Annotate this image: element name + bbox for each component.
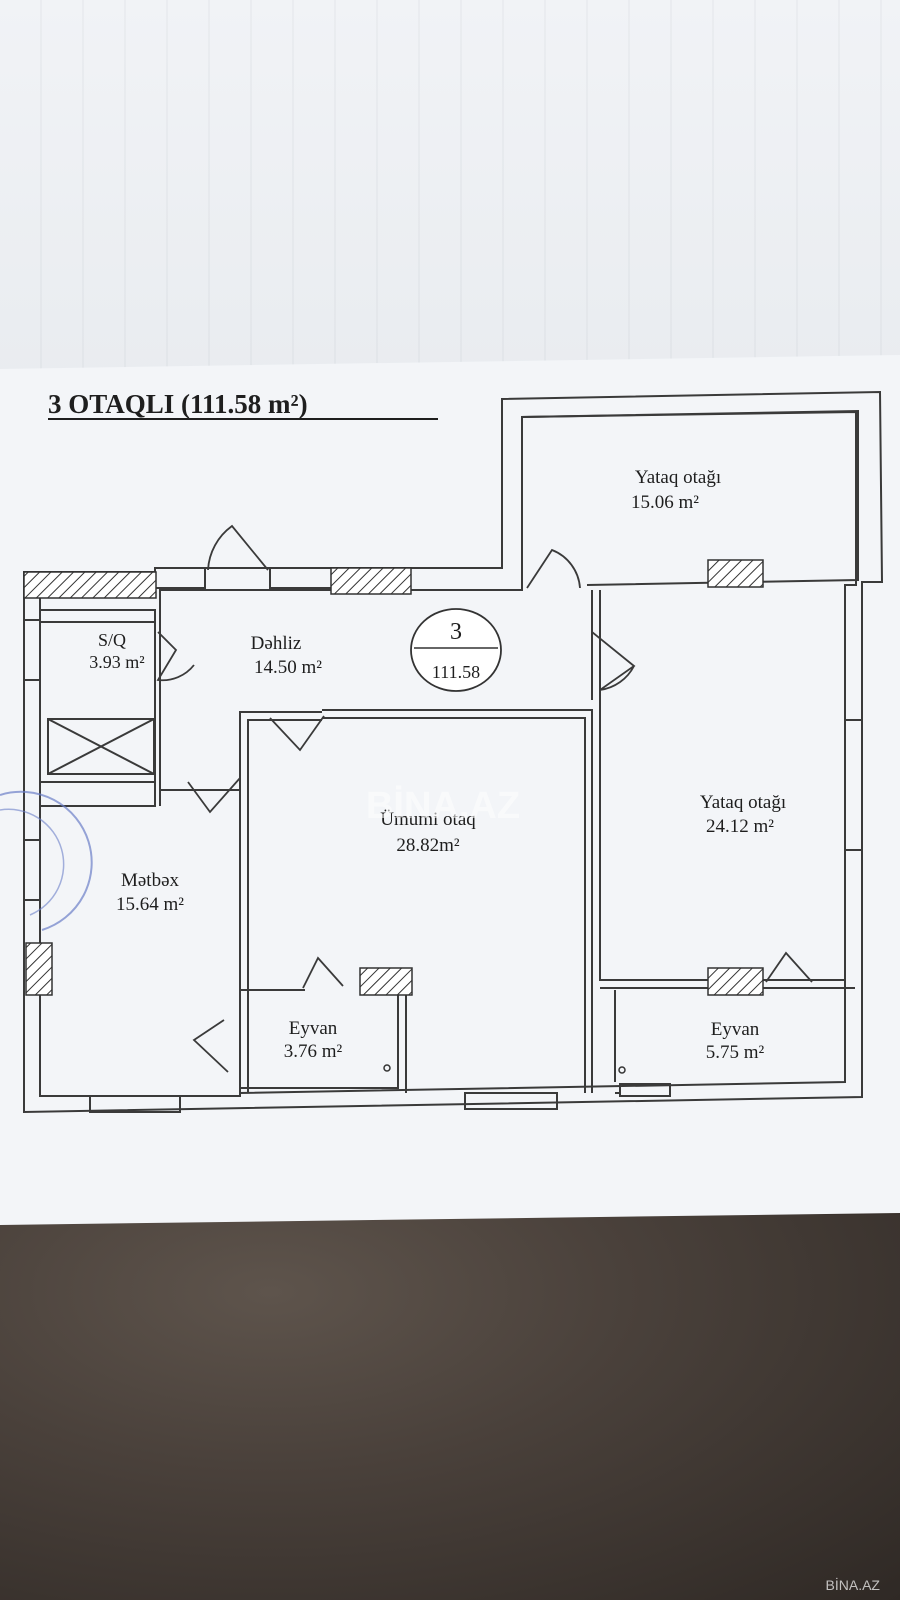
watermark: BİNA.AZ — [366, 785, 520, 827]
fabric-background — [0, 1215, 900, 1600]
room-area-bedroom-right: 24.12 m² — [706, 816, 774, 837]
room-name-sq: S/Q — [98, 630, 126, 650]
apartment-badge — [410, 608, 502, 692]
door-hinge — [383, 1064, 391, 1072]
room-area-bedroom-top: 15.06 m² — [631, 492, 699, 513]
room-name-bedroom-right: Yataq otağı — [700, 792, 786, 813]
stamp-fragment-inner — [0, 808, 65, 916]
room-name-balcony-right: Eyvan — [711, 1019, 760, 1040]
badge-area: 111.58 — [432, 662, 480, 682]
plan-title: 3 OTAQLI (111.58 m²) — [48, 389, 308, 419]
room-name-hallway: Dəhliz — [251, 633, 302, 654]
door-hinge — [618, 1066, 626, 1074]
walls — [23, 390, 884, 1114]
room-area-balcony-left: 3.76 m² — [284, 1041, 343, 1062]
background-paper-stack — [0, 0, 900, 380]
structural-columns — [23, 559, 764, 996]
stamp-fragment — [0, 790, 93, 931]
room-area-kitchen: 15.64 m² — [116, 894, 184, 915]
room-name-balcony-left: Eyvan — [289, 1018, 338, 1039]
room-area-balcony-right: 5.75 m² — [706, 1042, 765, 1063]
badge-room-count: 3 — [450, 619, 462, 645]
room-area-sq: 3.93 m² — [89, 652, 144, 672]
room-name-living: Ümumi otaq — [380, 809, 476, 830]
corner-watermark: BİNA.AZ — [826, 1576, 881, 1593]
room-area-hallway: 14.50 m² — [254, 657, 322, 678]
doors — [156, 524, 813, 1073]
floor-plan-sheet — [0, 355, 900, 1225]
room-name-kitchen: Mətbəx — [121, 870, 180, 891]
room-area-living: 28.82m² — [396, 835, 460, 856]
room-name-bedroom-top: Yataq otağı — [635, 467, 721, 488]
